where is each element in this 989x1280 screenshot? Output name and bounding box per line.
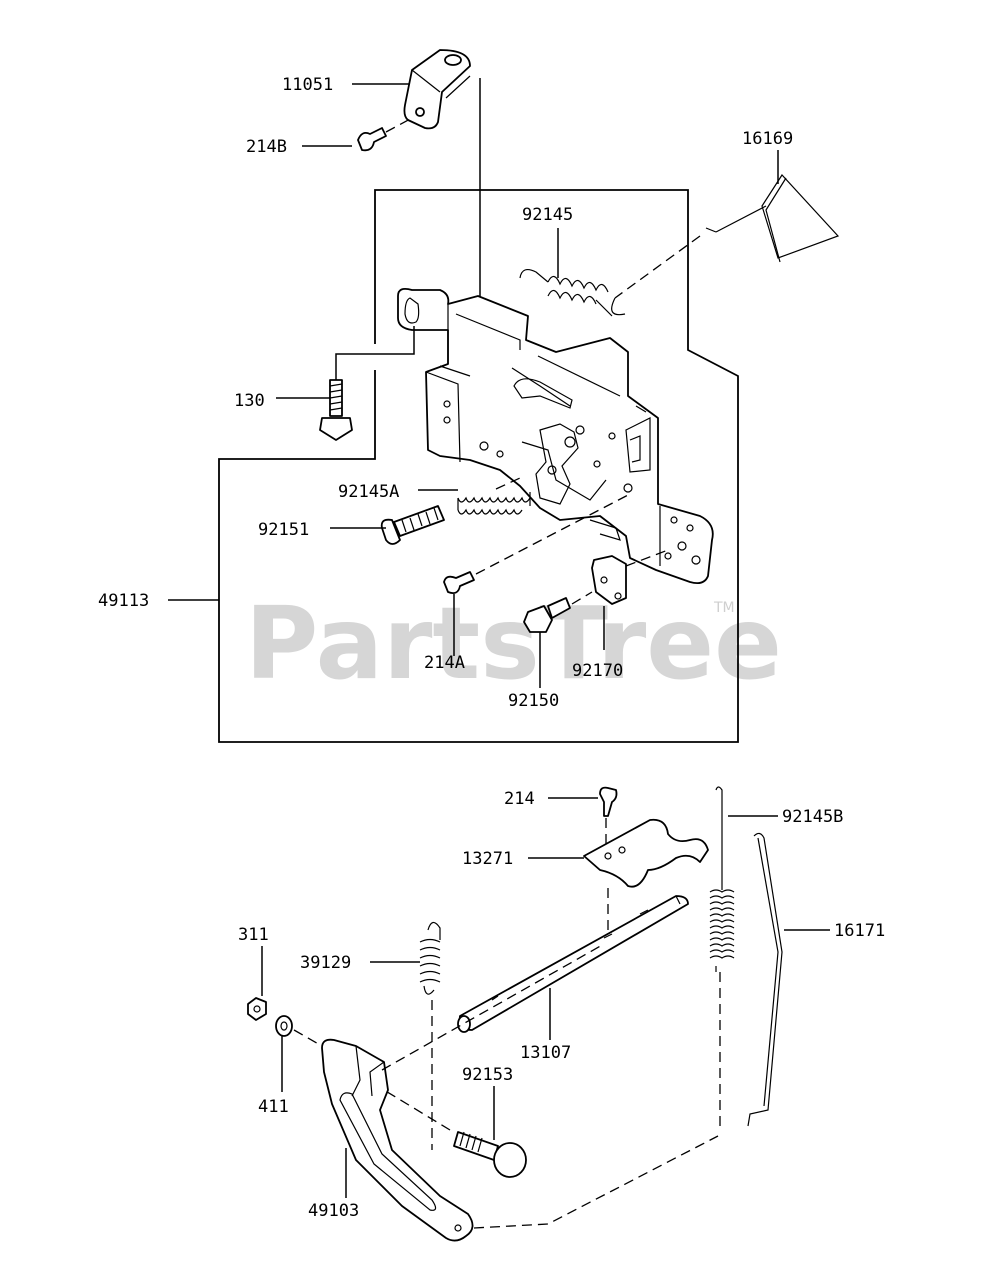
part-92170-bracket[interactable] (591, 555, 627, 605)
label-214[interactable]: 214 (504, 789, 535, 809)
label-16169[interactable]: 16169 (742, 129, 793, 149)
part-39129-spring[interactable] (419, 921, 441, 995)
part-control-plate (397, 287, 714, 585)
part-130-bolt[interactable] (319, 379, 353, 441)
label-92170[interactable]: 92170 (572, 661, 623, 681)
label-49113[interactable]: 49113 (98, 591, 149, 611)
label-92145A[interactable]: 92145A (338, 482, 399, 502)
part-92145-spring[interactable] (519, 268, 613, 317)
part-13271-plate[interactable] (583, 818, 709, 888)
label-92145B[interactable]: 92145B (782, 807, 843, 827)
label-39129[interactable]: 39129 (300, 953, 351, 973)
label-49103[interactable]: 49103 (308, 1201, 359, 1221)
part-214A-screw[interactable] (443, 571, 475, 595)
label-11051[interactable]: 11051 (282, 75, 333, 95)
label-411[interactable]: 411 (258, 1097, 289, 1117)
label-214A[interactable]: 214A (424, 653, 465, 673)
watermark-brand: PartsTree (245, 585, 782, 702)
label-92151[interactable]: 92151 (258, 520, 309, 540)
part-92151-adjust-screw[interactable] (380, 505, 445, 545)
part-92153-pin[interactable] (453, 1131, 527, 1178)
part-214-screw[interactable] (599, 786, 618, 817)
label-92150[interactable]: 92150 (508, 691, 559, 711)
part-311-nut[interactable] (247, 997, 267, 1021)
label-214B[interactable]: 214B (246, 137, 287, 157)
part-49103-lever[interactable] (321, 1038, 474, 1242)
assembly-49113-outline (218, 189, 739, 743)
part-16171-rod[interactable] (747, 832, 783, 1127)
label-92145[interactable]: 92145 (522, 205, 573, 225)
part-92145A-spring[interactable] (457, 492, 531, 515)
part-13107-shaft[interactable] (457, 895, 689, 1033)
part-411-washer[interactable] (275, 1015, 293, 1037)
label-92153[interactable]: 92153 (462, 1065, 513, 1085)
part-92145B-spring[interactable] (709, 786, 735, 972)
label-13107[interactable]: 13107 (520, 1043, 571, 1063)
part-16169-link-rod[interactable] (705, 174, 840, 263)
label-130[interactable]: 130 (234, 391, 265, 411)
label-311[interactable]: 311 (238, 925, 269, 945)
label-16171[interactable]: 16171 (834, 921, 885, 941)
leader-130 (335, 326, 415, 398)
part-92150-bolt[interactable] (523, 597, 571, 633)
watermark-trademark: TM (713, 600, 735, 616)
label-13271[interactable]: 13271 (462, 849, 513, 869)
part-214B-screw[interactable] (357, 127, 387, 152)
leader-lines (168, 83, 830, 1198)
part-11051-bracket[interactable] (403, 49, 471, 130)
